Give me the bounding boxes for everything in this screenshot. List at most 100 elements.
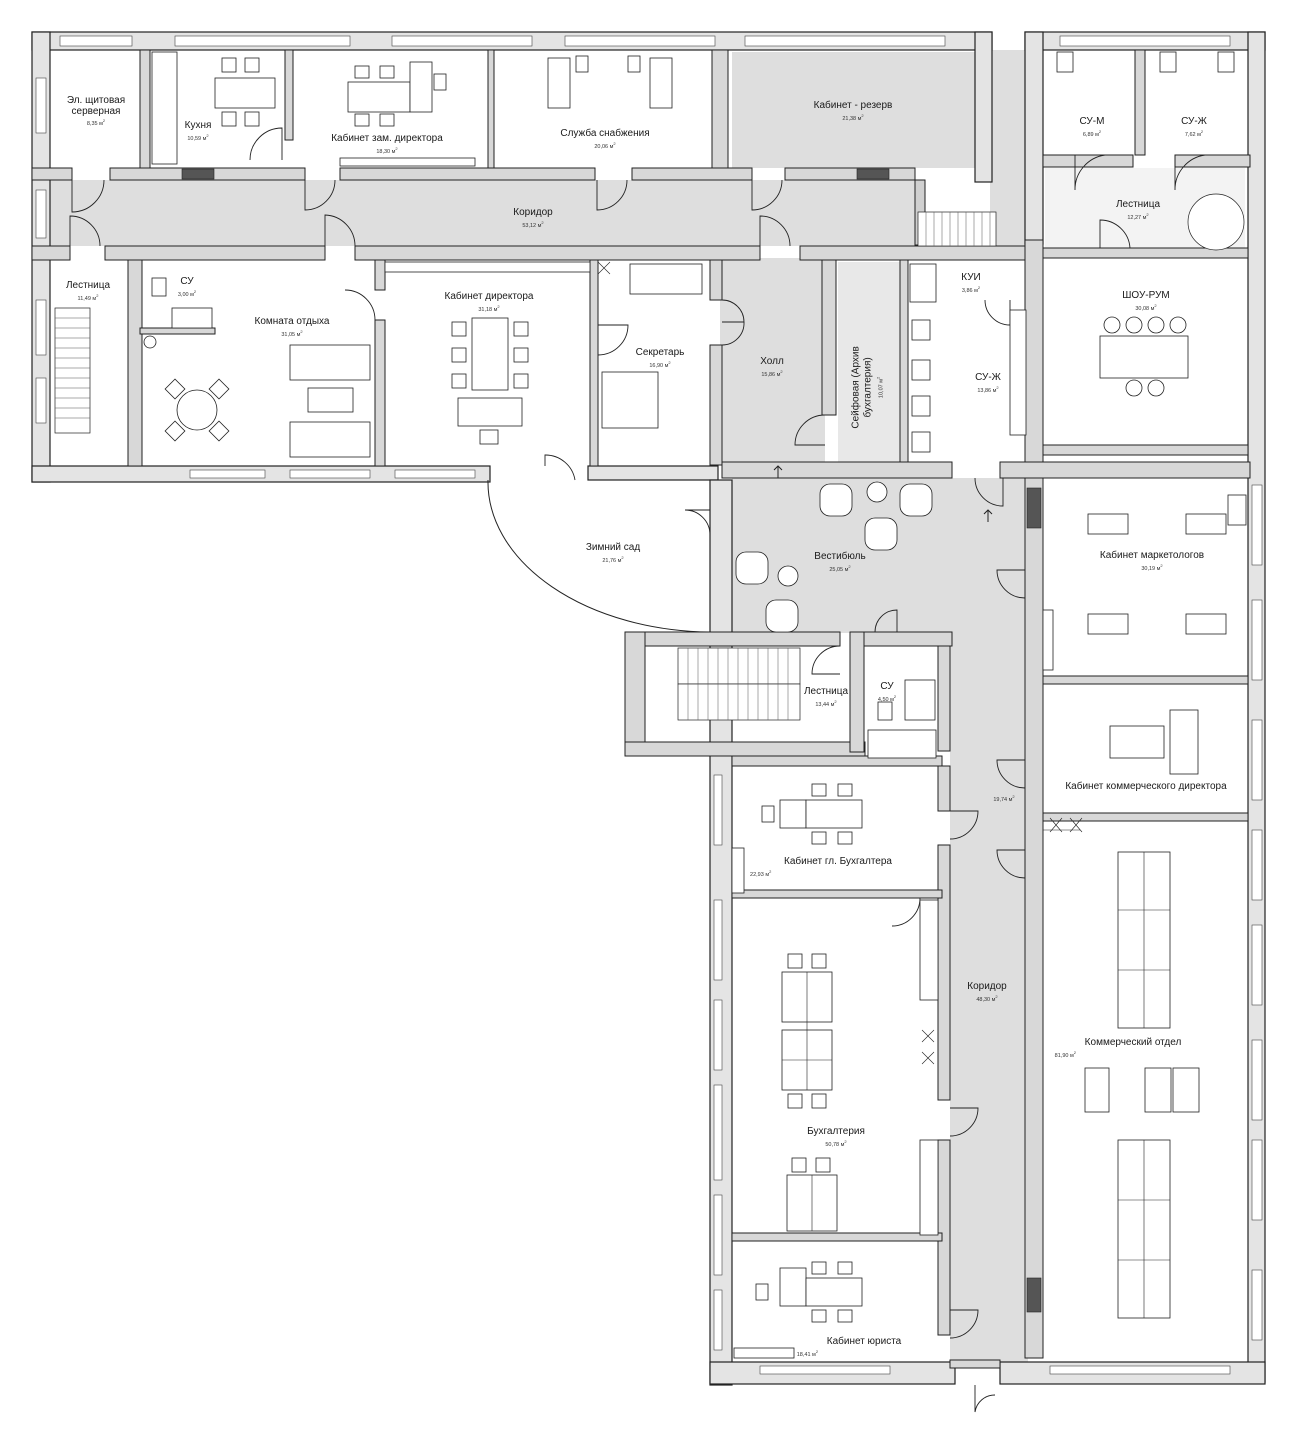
toilet [151,277,167,297]
armchair [899,483,933,517]
cabinet [919,1139,939,1236]
chair [221,111,237,127]
cabinet [1227,494,1247,526]
wall [624,631,841,647]
room-name: Кабинет гл. Бухгалтера [784,856,892,867]
meeting-table [347,81,411,113]
stool [1125,379,1143,397]
wall [31,245,71,261]
cabinet [384,261,591,273]
wall [139,327,216,335]
room-name: СУ-М [1079,116,1105,127]
room-area: 19,74 м2 [993,794,1015,803]
room-name: Коридор [967,981,1007,992]
window [1251,1269,1263,1341]
window [1251,1039,1263,1121]
corridor-top-fill [50,180,920,246]
meeting-table [805,799,863,829]
stairs [54,193,1245,721]
door [794,414,826,446]
door [596,179,628,211]
stair-lower-upper [677,647,801,685]
room-area: 20,06 м2 [594,141,616,150]
chair [755,1283,769,1301]
chair [837,1261,853,1275]
room-area: 7,62 м2 [1184,129,1204,138]
meeting-table [805,1277,863,1307]
door [249,127,283,161]
window [394,469,476,479]
room-area: 18,30 м2 [376,146,398,155]
chair [244,57,260,73]
wall [1024,239,1044,469]
room-area: 4,50 м2 [877,694,897,703]
desk [1169,709,1199,775]
door [1099,219,1131,249]
room-name: Зимний сад [585,542,641,553]
chair [837,831,853,845]
room-name: Комната отдыха [254,316,330,327]
window [1251,829,1263,901]
door [544,454,576,481]
door [1074,154,1106,191]
chair [811,1261,827,1275]
window [744,35,946,47]
window [713,899,723,981]
wall [799,245,1026,261]
desk [779,799,807,829]
chair [379,113,395,127]
chair [451,347,467,363]
room-name: Кабинет директора [444,291,534,302]
chair [513,321,529,337]
wall [1042,812,1249,822]
window [1251,924,1263,1006]
basin [143,335,157,349]
room-name: Кабинет маркетологов [1099,550,1205,561]
wall-bottom-mid [587,465,719,481]
wall [1042,154,1134,168]
window [1251,484,1263,566]
room-name: Лестница [803,686,849,697]
wall [731,1232,943,1242]
wall [937,844,951,1101]
chair [164,420,186,442]
window [713,1194,723,1276]
chair [513,347,529,363]
door [721,299,745,323]
window [35,77,47,134]
window [564,35,716,47]
room-name: Кабинет - резерв [813,100,893,111]
cabinet [1042,609,1054,671]
sofa [629,263,703,295]
wall [354,245,761,261]
arrow-up-icon [773,465,783,478]
wall [31,167,73,181]
chair [837,783,853,797]
kitchen-counter [151,51,178,165]
window [391,35,533,47]
wall [624,741,866,757]
wall [374,319,386,467]
room-label: Сейфовая (Архив бухгалтерия)10,07 м2 [851,332,886,442]
room-name: Лестница [1115,199,1161,210]
wall [937,645,951,752]
chair [379,65,395,79]
room-area: 18,41 м2 [796,1349,819,1358]
wall [374,259,386,291]
room-name: Эл. щитовая серверная [66,95,126,117]
round-table [176,389,218,431]
desk [1087,613,1129,635]
room-area: 50,78 м2 [825,1139,847,1148]
shower [904,679,936,721]
